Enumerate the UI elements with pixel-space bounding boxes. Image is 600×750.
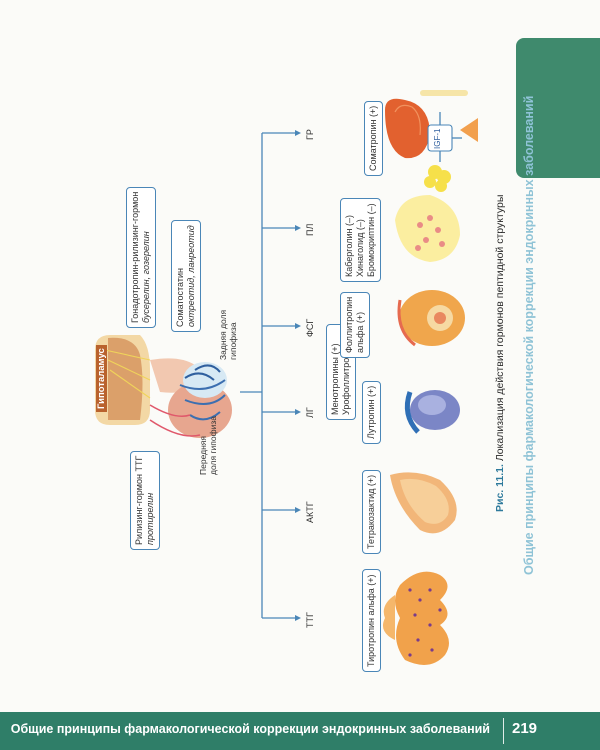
gnrh-box: Гонадотропин-рилизинг-гормон бусерелин, …	[126, 186, 156, 328]
trh-box: Рилизинг-гормон ТТГ протирелин	[130, 450, 160, 550]
fat-illustration	[424, 165, 451, 192]
page-number: 219	[512, 720, 538, 737]
hormone-fsh: ФСГ	[305, 318, 315, 337]
caption-number: Рис. 11.1.	[494, 464, 506, 512]
ovary-illustration	[397, 290, 465, 347]
hypothalamus-label: Гипоталамус	[96, 345, 107, 412]
somatostatin-box: Соматостатин октреотид, ланреотид	[171, 220, 201, 332]
footer-bar	[0, 712, 600, 750]
testis-illustration	[404, 390, 460, 434]
footer-divider	[503, 718, 504, 744]
hormone-prl: ПЛ	[305, 223, 315, 236]
thyroid-illustration	[382, 571, 449, 665]
adrenal-illustration	[390, 472, 457, 534]
hormone-gh: ГР	[305, 129, 315, 140]
caption-text: Локализация действия гормонов пептидной …	[494, 194, 506, 462]
figure-caption: Рис. 11.1. Локализация действия гормонов…	[494, 195, 506, 512]
drug-box-tsh: Тиротропин альфа (+)	[362, 569, 381, 672]
posterior-pituitary-label: Задняя доля гипофиза	[218, 309, 238, 360]
drug-box-prl: Каберголин (–) Хинаголид (–) Бромокрипти…	[340, 198, 381, 282]
igf-box	[427, 124, 453, 152]
hormone-lh: ЛГ	[305, 407, 315, 418]
hormone-acth: АКТГ	[305, 501, 315, 523]
drug-box-lh: Лутропин (+)	[362, 380, 381, 444]
muscle-illustration	[460, 118, 478, 142]
drug-box-gh: Соматропин (+)	[364, 100, 383, 176]
drug-box-fsh: Фоллитропин альфа (+)	[340, 291, 370, 358]
hormone-tsh: ТТГ	[305, 612, 315, 628]
chapter-tab	[516, 38, 600, 178]
anterior-pituitary-label: Передняя доля гипофиза	[198, 416, 218, 475]
liver-illustration	[385, 98, 430, 159]
bone-illustration	[420, 90, 468, 96]
footer-title: Общие принципы фармакологической коррекц…	[10, 722, 490, 736]
igf-label: IGF-1	[433, 128, 442, 149]
drug-box-acth: Тетракозактид (+)	[362, 469, 381, 554]
mammary-illustration	[395, 195, 460, 262]
brain-illustration	[95, 335, 232, 438]
